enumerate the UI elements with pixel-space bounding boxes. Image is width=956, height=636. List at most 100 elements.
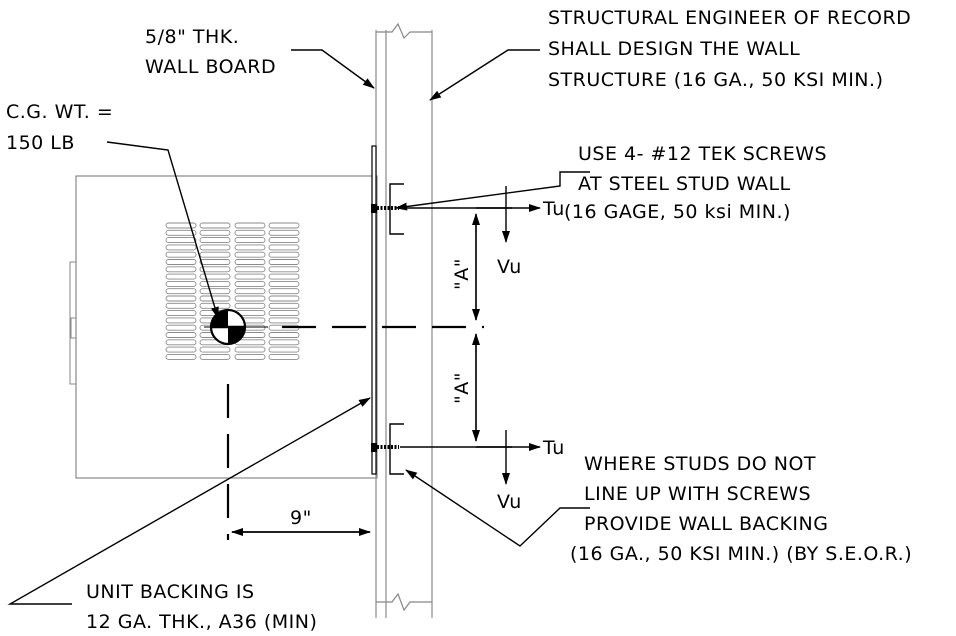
louver-slot <box>199 346 231 353</box>
louver-slot <box>165 222 197 229</box>
louver-slot <box>199 222 231 229</box>
louver-slot <box>268 332 300 338</box>
cg-leader <box>106 141 219 319</box>
louver-slot <box>268 317 300 324</box>
seor-label-line-2: SHALL DESIGN THE WALL <box>548 38 800 60</box>
wall-board-label-line-2: WALL BOARD <box>145 56 276 78</box>
studs-label-line-3: PROVIDE WALL BACKING <box>584 513 828 535</box>
louver-slot <box>234 229 266 236</box>
studs-leader <box>405 469 590 547</box>
louver-slot <box>165 273 197 280</box>
dim-a-label-bottom: "A" <box>451 372 473 404</box>
louver-slot <box>199 273 231 280</box>
shear-label-top: Vu <box>497 256 522 278</box>
louver-slot <box>268 280 300 287</box>
louver-slot <box>165 324 197 331</box>
louver-slot <box>165 346 197 353</box>
studs-label-line-2: LINE UP WITH SCREWS <box>584 483 811 505</box>
louver-slot <box>165 266 197 273</box>
equipment-unit <box>69 145 378 479</box>
louver-slot <box>268 295 300 302</box>
louver-slot <box>234 280 266 287</box>
dim-9-label: 9" <box>290 507 312 529</box>
studs-label-line-1: WHERE STUDS DO NOT <box>584 453 816 475</box>
louver-slot <box>234 273 266 280</box>
screws-label-line-2: AT STEEL STUD WALL <box>578 173 791 195</box>
louver-slot <box>165 251 197 258</box>
louver-slot <box>268 302 300 309</box>
seor-label-line-1: STRUCTURAL ENGINEER OF RECORD <box>548 7 911 29</box>
louver-slot <box>165 244 197 251</box>
louver-slot <box>268 288 300 295</box>
wall-board-label-line-1: 5/8" THK. <box>145 26 239 48</box>
louver-slot <box>268 259 300 265</box>
louver-slot <box>234 244 266 251</box>
cg-label-line-1: C.G. WT. = <box>6 101 113 123</box>
louver-slot <box>234 288 266 295</box>
louver-slot <box>199 229 231 236</box>
louver-slot <box>199 251 231 258</box>
screws-label-line-1: USE 4- #12 TEK SCREWS <box>578 143 827 165</box>
shear-label-bottom: Vu <box>497 491 522 513</box>
louver-slot <box>165 302 197 309</box>
cg-label-line-2: 150 LB <box>6 132 75 154</box>
unit-louver-grille <box>165 222 300 360</box>
louver-slot <box>199 280 231 287</box>
louver-slot <box>234 302 266 309</box>
louver-slot <box>165 295 197 302</box>
wall-assembly <box>375 22 433 618</box>
louver-slot <box>199 244 231 251</box>
louver-slot <box>234 295 266 302</box>
louver-slot <box>268 346 300 353</box>
dim-a-label-top: "A" <box>451 258 473 290</box>
louver-slot <box>268 251 300 258</box>
louver-slot <box>268 339 300 346</box>
steel-stud-top <box>389 183 404 235</box>
louver-slot <box>199 259 231 265</box>
tek-screw-top <box>371 204 399 213</box>
louver-slot <box>165 280 197 287</box>
louver-slot <box>268 244 300 251</box>
louver-slot <box>165 259 197 265</box>
seor-leader <box>429 49 540 101</box>
louver-slot <box>165 317 197 324</box>
louver-slot <box>165 332 197 338</box>
louver-slot <box>165 229 197 236</box>
backing-label-line-1: UNIT BACKING IS <box>86 581 255 603</box>
louver-slot <box>268 237 300 244</box>
studs-label-line-4: (16 GA., 50 KSI MIN.) (BY S.E.O.R.) <box>570 543 912 565</box>
louver-slot <box>234 251 266 258</box>
louver-slot <box>199 266 231 273</box>
tek-screw-bottom <box>371 443 399 452</box>
louver-slot <box>234 259 266 265</box>
wall-break-line-top <box>376 22 432 40</box>
steel-stud-bottom <box>389 423 404 475</box>
louver-slot <box>268 229 300 236</box>
screws-label-line-3: (16 GAGE, 50 ksi MIN.) <box>564 201 791 223</box>
louver-slot <box>268 222 300 229</box>
louver-slot <box>234 237 266 244</box>
louver-slot <box>165 288 197 295</box>
louver-slot <box>234 222 266 229</box>
unit-latch <box>70 317 77 339</box>
louver-slot <box>199 295 231 302</box>
screws-leader <box>395 171 590 211</box>
louver-slot <box>165 339 197 346</box>
louver-slot <box>199 288 231 295</box>
louver-slot <box>199 237 231 244</box>
louver-slot <box>268 266 300 273</box>
wall-board-leader <box>291 49 375 89</box>
louver-slot <box>165 353 197 360</box>
wall-break-line-bottom <box>376 592 432 612</box>
backing-label-line-2: 12 GA. THK., A36 (MIN) <box>86 611 317 633</box>
louver-slot <box>165 310 197 317</box>
backing-leader <box>7 397 371 605</box>
louver-slot <box>234 346 266 353</box>
unit-backing-plate <box>371 145 377 475</box>
louver-slot <box>165 237 197 244</box>
louver-slot <box>199 353 231 360</box>
louver-slot <box>268 310 300 317</box>
louver-slot <box>268 353 300 360</box>
tension-label-top: Tu <box>542 198 565 220</box>
